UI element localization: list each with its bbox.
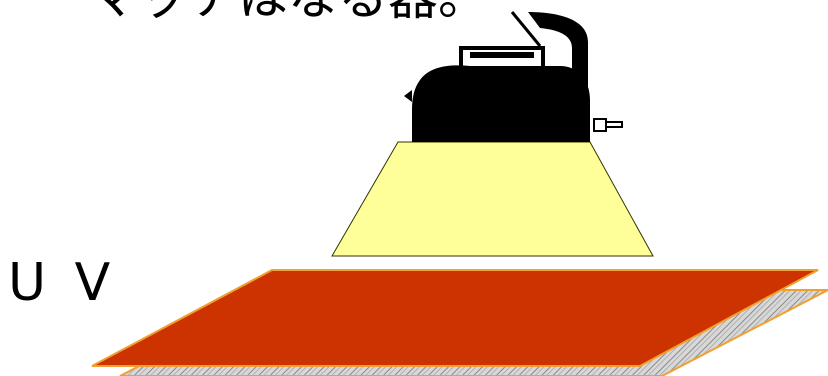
uv-label: U V bbox=[8, 253, 116, 313]
light-cone bbox=[331, 141, 654, 257]
caption-text: マッチはなる器。 bbox=[88, 0, 488, 26]
uv-lamp-icon bbox=[404, 11, 623, 142]
uv-panel bbox=[91, 269, 819, 367]
